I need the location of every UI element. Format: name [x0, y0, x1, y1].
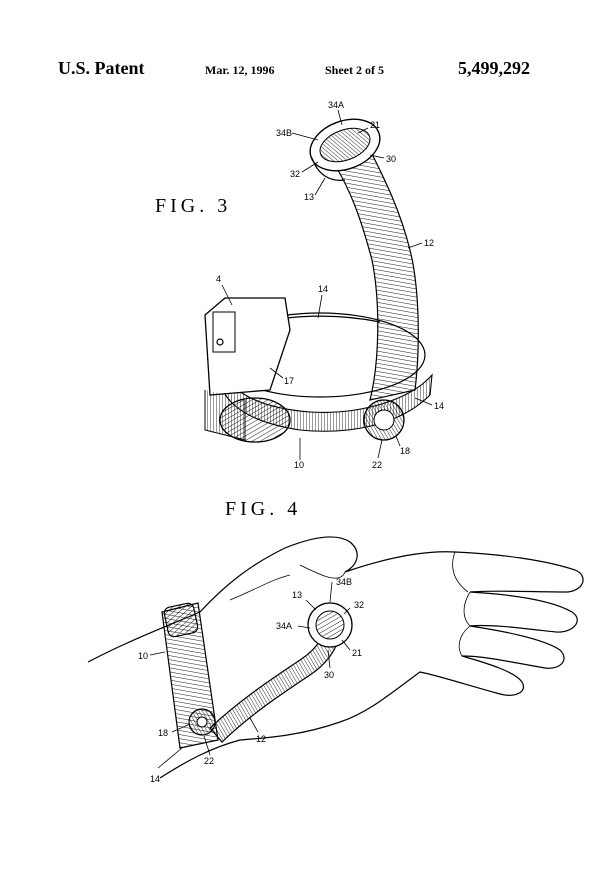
- fig3-ref-14b: 14: [434, 401, 444, 411]
- patent-date: Mar. 12, 1996: [205, 63, 275, 77]
- fig3-ref-21: 21: [370, 120, 380, 130]
- fig3-label: FIG. 3: [155, 195, 232, 217]
- sheet-number: Sheet 2 of 5: [325, 63, 384, 77]
- patent-number: 5,499,292: [458, 58, 530, 78]
- fig4-strap: [209, 628, 339, 743]
- fig4-hand: [87, 536, 584, 779]
- fig4-ref-13: 13: [292, 590, 302, 600]
- fig3-ref-22: 22: [372, 460, 382, 470]
- fig3-strap: [334, 149, 419, 401]
- fig3-ref-13: 13: [304, 192, 314, 202]
- fig3-ref-4: 4: [216, 274, 221, 284]
- fig4-label: FIG. 4: [225, 498, 302, 520]
- fig3-ref-32: 32: [290, 169, 300, 179]
- fig4-ref-18: 18: [158, 728, 168, 738]
- fig3-ref-12: 12: [424, 238, 434, 248]
- fig4-ref-10: 10: [138, 651, 148, 661]
- fig4-ref-22: 22: [204, 756, 214, 766]
- fig3-drawing: 34A 34B 21 30 32 13 12 4 14 17 14 10 22 …: [204, 100, 444, 470]
- fig4-ref-21: 21: [352, 648, 362, 658]
- fig4-ref-12: 12: [256, 734, 266, 744]
- fig4-ref-14: 14: [150, 774, 160, 784]
- fig3-housing: [204, 297, 291, 396]
- fig4-ref-30: 30: [324, 670, 334, 680]
- fig3-ref-14a: 14: [318, 284, 328, 294]
- fig3-pad: [219, 397, 291, 443]
- fig4-ref-34b: 34B: [336, 577, 352, 587]
- fig3-ref-10: 10: [294, 460, 304, 470]
- fig3-ref-30: 30: [386, 154, 396, 164]
- patent-title: U.S. Patent: [58, 58, 145, 78]
- fig4-ref-34a: 34A: [276, 621, 292, 631]
- fig4-ref-32: 32: [354, 600, 364, 610]
- fig3-ref-18: 18: [400, 446, 410, 456]
- fig4-drawing: 34B 13 32 34A 21 10 30 18 12 22 14: [87, 536, 584, 784]
- fig3-ref-17: 17: [284, 376, 294, 386]
- fig3-ref-34a: 34A: [328, 100, 344, 110]
- fig3-ref-34b: 34B: [276, 128, 292, 138]
